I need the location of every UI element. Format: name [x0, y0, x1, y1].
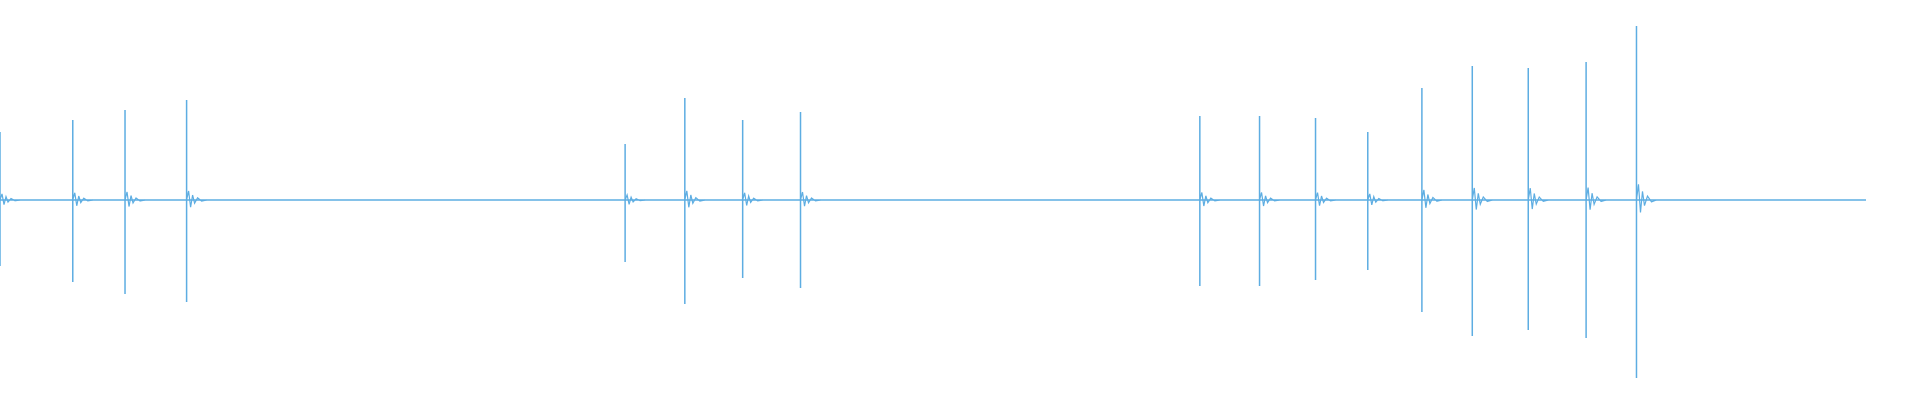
- waveform-peak: [1314, 118, 1336, 280]
- waveform-peak: [1585, 62, 1607, 338]
- waveform-peaks-group: [0, 26, 1657, 378]
- waveform-spike-tail: [1199, 192, 1220, 207]
- waveform-peak: [1367, 132, 1388, 270]
- waveform-peak: [799, 112, 821, 288]
- waveform-peak: [1258, 116, 1280, 286]
- waveform-spike-tail: [1527, 188, 1549, 210]
- waveform-peak: [684, 98, 705, 304]
- waveform-spike-tail: [72, 192, 93, 206]
- waveform-spike-tail: [799, 191, 821, 207]
- waveform-peak: [1527, 68, 1549, 330]
- waveform-spike-tail: [186, 190, 207, 208]
- waveform-spike-tail: [1471, 187, 1493, 210]
- waveform-spike-tail: [0, 193, 21, 205]
- waveform-peak: [72, 120, 93, 282]
- waveform-peak: [1635, 26, 1657, 378]
- waveform-spike-tail: [684, 190, 705, 208]
- waveform-spike-tail: [742, 192, 763, 206]
- waveform-spike-tail: [1258, 192, 1280, 207]
- waveform-spike-tail: [1635, 184, 1657, 213]
- waveform-peak: [624, 144, 646, 262]
- waveform-peak: [1471, 66, 1493, 336]
- waveform-peak: [0, 132, 21, 266]
- waveform-spike-tail: [1421, 189, 1443, 208]
- waveform-spike-tail: [624, 192, 646, 205]
- waveform-spike-tail: [1314, 192, 1336, 206]
- waveform-peak: [185, 100, 207, 302]
- waveform-spike-tail: [1367, 193, 1388, 206]
- waveform-spike-tail: [124, 191, 146, 207]
- waveform-peak: [1199, 116, 1220, 286]
- waveform-peak: [124, 110, 146, 294]
- waveform-peak: [741, 120, 763, 278]
- waveform-spike-tail: [1585, 187, 1607, 210]
- waveform-peak: [1421, 88, 1443, 312]
